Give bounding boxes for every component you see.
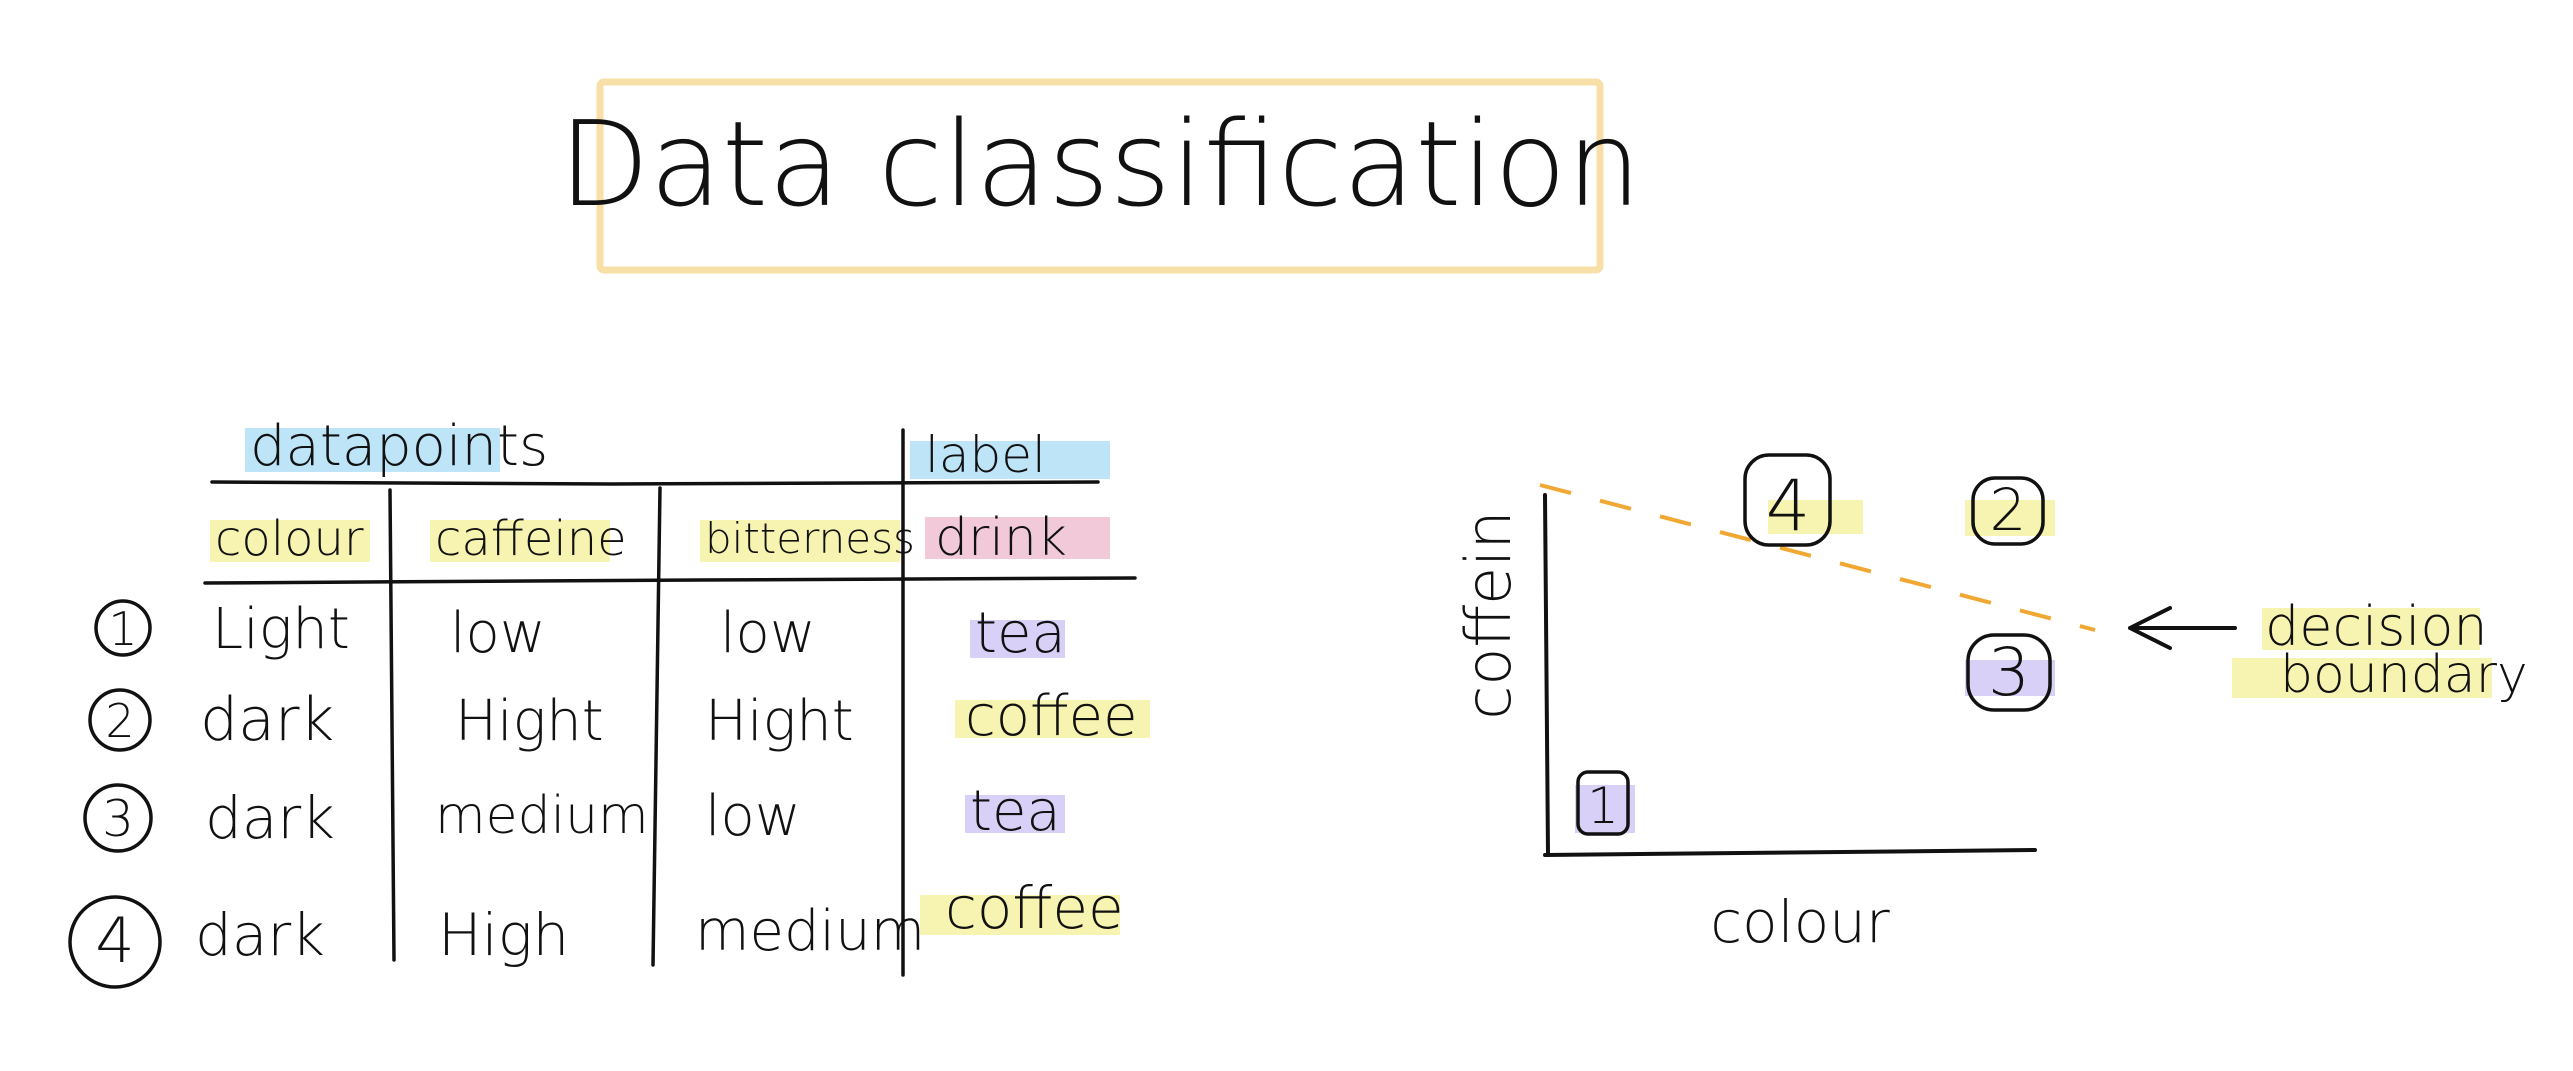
title-box	[596, 78, 1604, 274]
highlight-caffeine	[430, 520, 610, 562]
cell-drink: coffee	[945, 874, 1124, 942]
highlight-row1-drink	[970, 620, 1065, 658]
row-id: 1	[108, 602, 137, 656]
point-2-id: 2	[1990, 476, 2027, 544]
table-divider-1	[388, 488, 396, 962]
decision-label-line1: decision	[2265, 595, 2488, 658]
highlight-datapoints	[245, 428, 500, 472]
col-header-drink: drink	[935, 508, 1067, 568]
cell-colour: dark	[205, 784, 335, 852]
table-rule-top	[210, 480, 1100, 486]
point-2-box	[1971, 476, 2045, 546]
cell-colour: dark	[195, 901, 325, 969]
y-axis	[1543, 493, 1550, 857]
highlight-row2-drink	[955, 700, 1150, 738]
cell-bitterness: low	[720, 601, 816, 666]
decision-label-line2: boundary	[2280, 645, 2528, 705]
row-id-circle-2	[88, 688, 152, 752]
x-axis-label: colour	[1710, 888, 1890, 956]
row-id-circles	[68, 599, 162, 989]
row-id: 4	[95, 904, 134, 977]
table-grid	[203, 428, 1137, 977]
y-axis-label: coffein	[1452, 510, 1525, 719]
cell-colour: Light	[212, 597, 350, 662]
group-header-datapoints: datapoints	[250, 414, 548, 479]
highlight-point-1	[1575, 785, 1635, 833]
point-4-box	[1743, 453, 1832, 547]
col-header-colour: colour	[215, 511, 364, 567]
highlight-bitterness	[700, 520, 900, 562]
row-id-circle-4	[68, 895, 162, 989]
highlight-point-3	[1965, 660, 2055, 696]
title-text: Data classification	[559, 95, 1642, 233]
cell-drink: tea	[975, 601, 1066, 666]
highlight-row3-drink	[965, 795, 1065, 833]
row-id: 3	[102, 790, 134, 848]
cell-drink: coffee	[965, 684, 1138, 749]
cell-bitterness: Hight	[705, 689, 854, 754]
cell-bitterness: medium	[695, 899, 925, 964]
highlight-point-4	[1768, 500, 1863, 534]
point-1-box	[1576, 770, 1630, 836]
cell-caffeine: low	[450, 601, 546, 666]
cell-caffeine: medium	[435, 786, 649, 846]
highlight-boundary	[2232, 658, 2492, 698]
col-header-bitterness: bitterness	[705, 514, 915, 563]
table-row: 1 Light low low tea	[108, 597, 1065, 666]
highlight-colour	[210, 520, 370, 562]
point-3-id: 3	[1988, 634, 2030, 711]
highlight-row4-drink	[920, 895, 1120, 935]
cell-caffeine: High	[438, 901, 569, 969]
title-block: Data classification	[559, 78, 1642, 274]
table-highlights	[210, 428, 1150, 935]
scatter-plot: 4 2 3 1 colour coffein decision boundary	[1452, 453, 2528, 956]
highlight-drink	[925, 517, 1110, 559]
table-row: 2 dark Hight Hight coffee	[105, 684, 1137, 755]
table-rule-header	[203, 576, 1137, 585]
row-id: 2	[105, 694, 134, 748]
x-axis	[1543, 848, 2037, 857]
highlight-label	[910, 441, 1110, 479]
table-divider-2	[651, 486, 662, 967]
cell-bitterness: low	[705, 784, 801, 849]
cell-caffeine: Hight	[455, 689, 604, 754]
point-4-id: 4	[1766, 465, 1811, 547]
highlight-decision	[2262, 608, 2480, 650]
arrow-left-icon	[2128, 606, 2237, 650]
table-row: 3 dark medium low tea	[102, 779, 1061, 852]
row-id-circle-3	[83, 783, 153, 853]
row-id-circle-1	[94, 599, 152, 657]
point-3-box	[1966, 633, 2052, 712]
group-header-label: label	[925, 426, 1046, 484]
table-header: datapoints label colour caffeine bittern…	[215, 414, 1067, 568]
table-row: 4 dark High medium coffee	[95, 874, 1123, 977]
cell-colour: dark	[200, 685, 334, 755]
col-header-caffeine: caffeine	[435, 511, 627, 567]
point-1-id: 1	[1587, 777, 1619, 835]
cell-drink: tea	[970, 779, 1061, 844]
